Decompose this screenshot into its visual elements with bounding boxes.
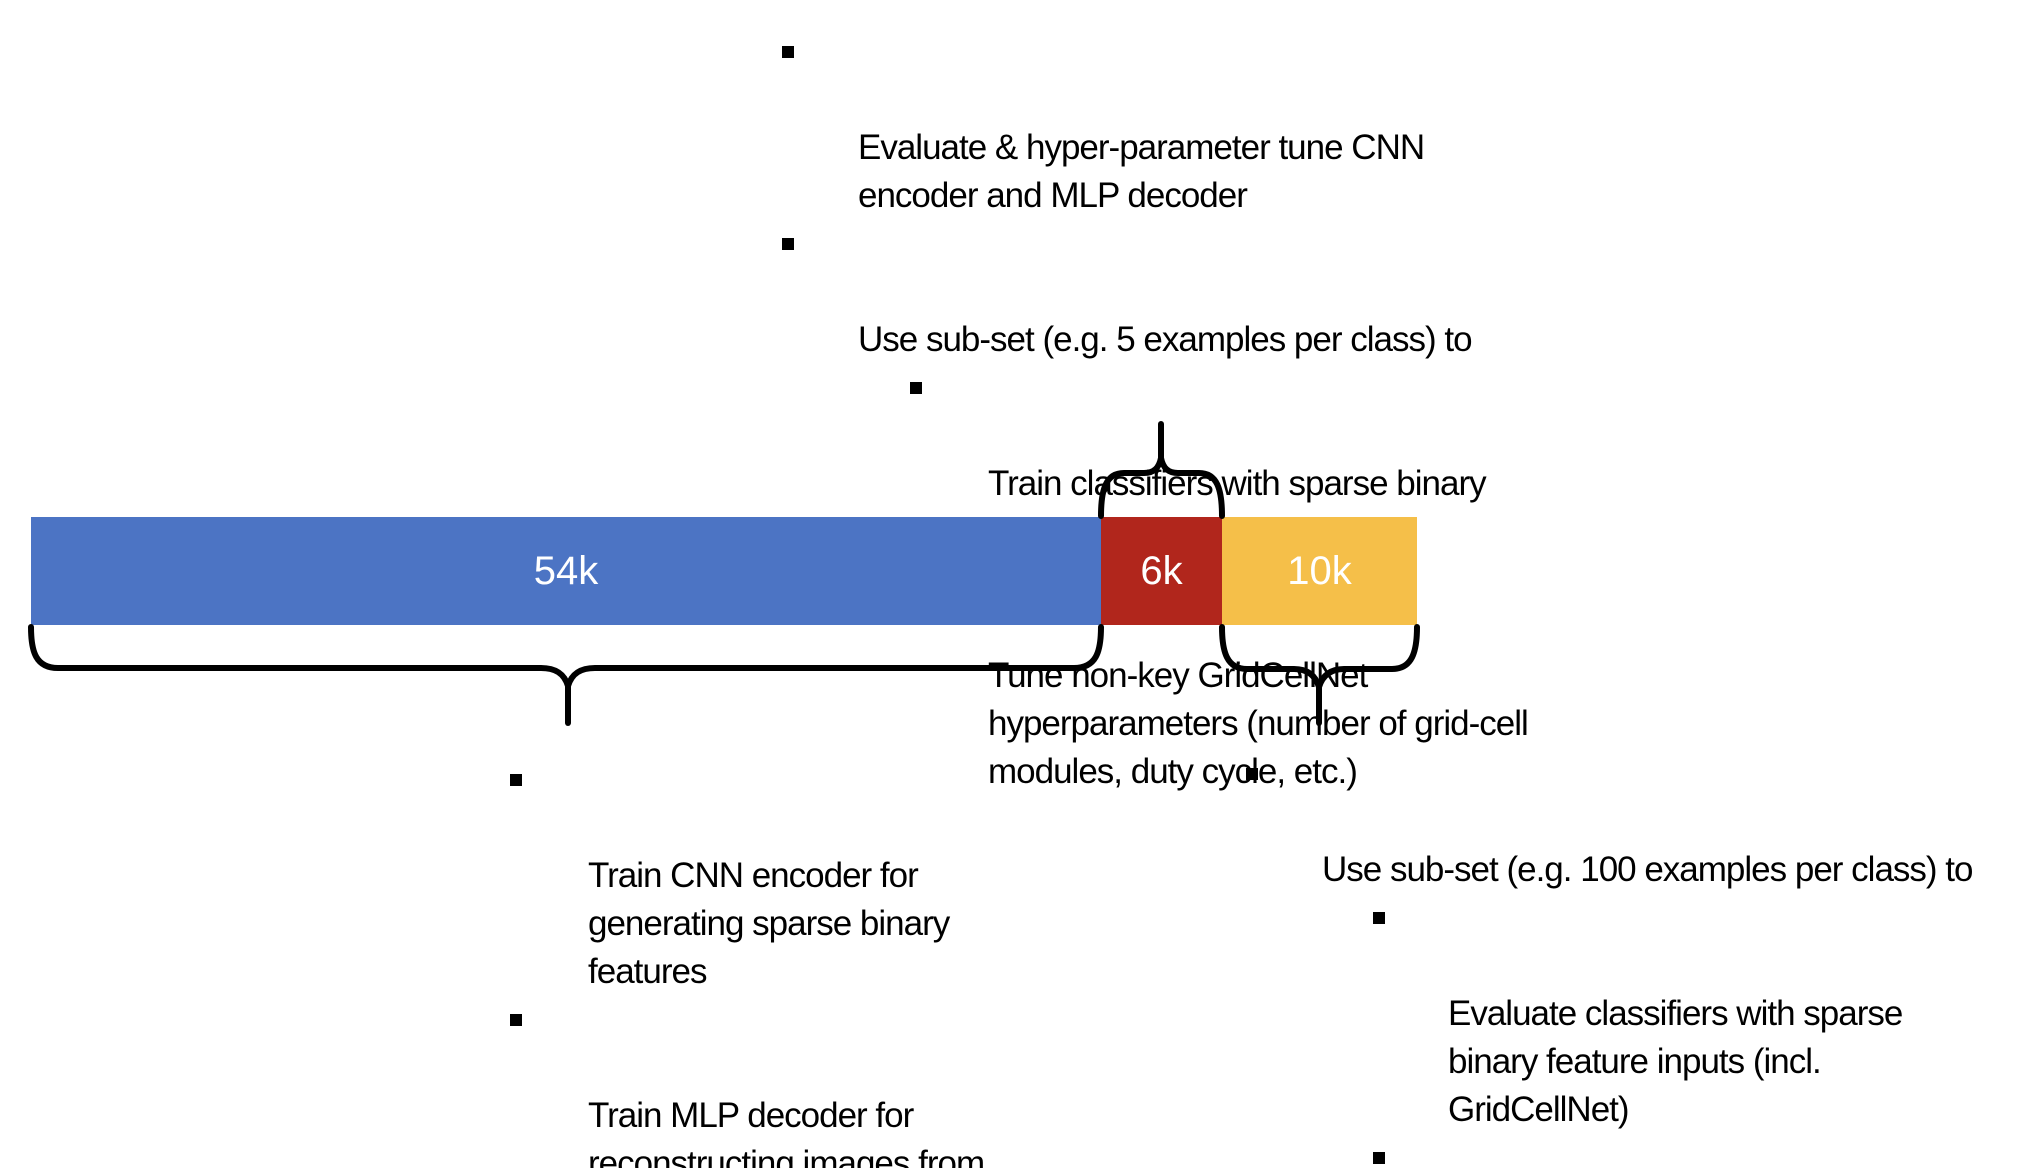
note-text: Evaluate & hyper-parameter tune CNN enco… (858, 128, 1425, 215)
segment-label: 6k (1140, 548, 1183, 593)
bar-segment-train-54k: 54k (31, 517, 1101, 625)
note-item: Use sub-set (e.g. 100 examples per class… (1234, 750, 2038, 894)
note-item: Train CNN encoder for generating sparse … (498, 756, 1118, 996)
bullet-square-icon (510, 1014, 522, 1026)
note-item: Train MLP decoder for reconstructing ima… (498, 996, 1118, 1168)
bullet-square-icon (1373, 1152, 1385, 1164)
bullet-square-icon (1246, 768, 1258, 780)
bar-segment-validation-6k: 6k (1100, 517, 1222, 625)
note-item: Evaluate & hyper-parameter tune CNN enco… (770, 28, 1670, 220)
note-text: Use sub-set (e.g. 5 examples per class) … (858, 320, 1473, 359)
bullet-square-icon (910, 382, 922, 394)
validation-notes: Evaluate & hyper-parameter tune CNN enco… (770, 28, 1670, 796)
bullet-square-icon (510, 774, 522, 786)
bullet-square-icon (782, 238, 794, 250)
note-text: Use sub-set (e.g. 100 examples per class… (1322, 850, 1973, 889)
segment-label: 10k (1287, 548, 1352, 593)
test-notes: Use sub-set (e.g. 100 examples per class… (1234, 750, 2038, 1168)
note-item: Use sub-set (e.g. 5 examples per class) … (770, 220, 1670, 364)
segment-label: 54k (533, 548, 599, 593)
train-notes: Train CNN encoder for generating sparse … (498, 756, 1118, 1168)
note-text: Train MLP decoder for reconstructing ima… (588, 1096, 985, 1168)
bullet-square-icon (782, 46, 794, 58)
bullet-square-icon (1373, 912, 1385, 924)
bar-segment-test-10k: 10k (1221, 517, 1417, 625)
note-item: Evaluate classifiers with sparse binary … (1234, 894, 2038, 1134)
note-text: Train CNN encoder for generating sparse … (588, 856, 950, 991)
dataset-bar: 54k 6k 10k (31, 517, 1417, 625)
note-text: Evaluate classifiers with sparse binary … (1448, 994, 1903, 1129)
note-item: Tune key hyperparameters for few shot le… (1234, 1134, 2038, 1168)
